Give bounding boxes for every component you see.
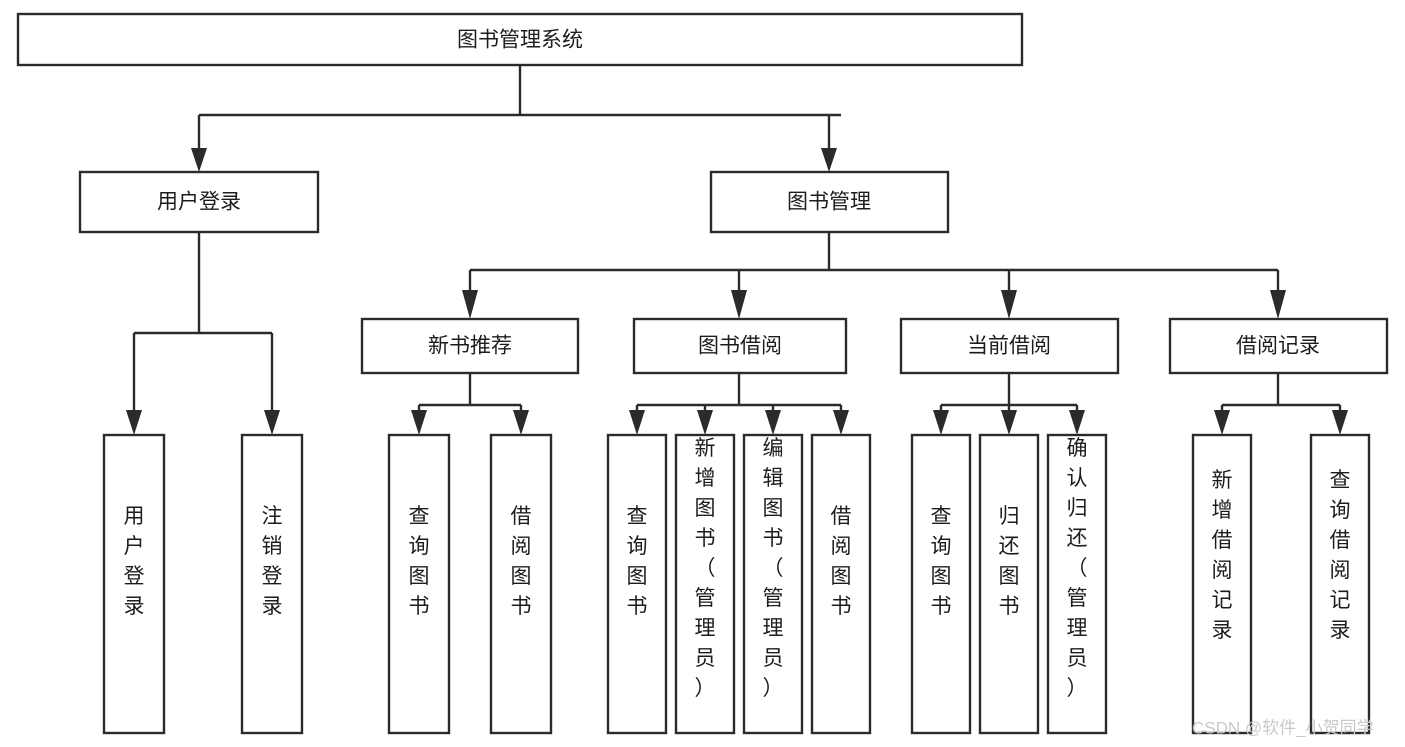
node-new-book-recommend[interactable]: 新书推荐 [360,317,580,375]
node-user-login-label: 用户登录 [157,191,241,214]
leaf-borrow-record-2-label: 查询借阅记录 [1330,469,1351,642]
node-root-system[interactable]: 图书管理系统 [16,12,1024,67]
leaf-current-borrow-2[interactable]: 归还图书 [978,433,1040,735]
arrowhead-leaf-current-borrow-1 [933,410,949,435]
leaf-user-login-1-label: 用户登录 [124,505,145,618]
node-new-book-recommend-box[interactable] [360,317,580,375]
leaf-current-borrow-2-label: 归还图书 [999,505,1020,618]
node-user-login[interactable]: 用户登录 [78,170,320,234]
arrowhead-leaf-new-book-2 [513,410,529,435]
leaf-user-login-2-box[interactable] [240,433,304,735]
leaf-new-book-2[interactable]: 借阅图书 [489,433,553,735]
arrowhead-borrow-record [1270,290,1286,319]
leaf-user-login-1[interactable]: 用户登录 [102,433,166,735]
arrowhead-leaf-book-borrow-2 [697,410,713,435]
arrowhead-leaf-new-book-1 [411,410,427,435]
node-book-borrow-box[interactable] [632,317,848,375]
arrowhead-leaf-user-login-1 [126,410,142,435]
leaf-user-login-1-box[interactable] [102,433,166,735]
node-book-borrow-label: 图书借阅 [698,335,782,358]
arrowhead-leaf-current-borrow-2 [1001,410,1017,435]
leaf-borrow-record-2[interactable]: 查询借阅记录 [1309,433,1371,735]
leaf-new-book-2-label: 借阅图书 [511,505,532,618]
arrowhead-leaf-book-borrow-4 [833,410,849,435]
arrowhead-leaf-current-borrow-3 [1069,410,1085,435]
node-book-manage-label: 图书管理 [787,191,871,214]
leaf-current-borrow-2-box[interactable] [978,433,1040,735]
arrowhead-leaf-user-login-2 [264,410,280,435]
arrowhead-leaf-borrow-record-2 [1332,410,1348,435]
leaf-book-borrow-3-box[interactable] [742,433,804,735]
leaf-book-borrow-4[interactable]: 借阅图书 [810,433,872,735]
leaf-book-borrow-2-label: 新增图书（管理员） [695,437,716,700]
leaf-borrow-record-2-box[interactable] [1309,433,1371,735]
leaf-book-borrow-1-box[interactable] [606,433,668,735]
node-root-box[interactable] [16,12,1024,67]
leaf-book-borrow-4-box[interactable] [810,433,872,735]
arrowhead-new-book [462,290,478,319]
leaf-book-borrow-3-label: 编辑图书（管理员） [763,437,784,700]
leaf-new-book-1-label: 查询图书 [409,505,430,618]
leaf-new-book-1-box[interactable] [387,433,451,735]
arrowhead-leaf-book-borrow-1 [629,410,645,435]
node-current-borrow-label: 当前借阅 [967,335,1051,358]
leaf-new-book-1[interactable]: 查询图书 [387,433,451,735]
leaf-book-borrow-1[interactable]: 查询图书 [606,433,668,735]
leaf-current-borrow-3-label: 确认归还（管理员） [1067,437,1088,700]
leaf-current-borrow-1-label: 查询图书 [931,505,952,618]
leaf-book-borrow-3[interactable]: 编辑图书（管理员） [742,433,804,735]
node-borrow-record-box[interactable] [1168,317,1389,375]
leaf-book-borrow-2[interactable]: 新增图书（管理员） [674,433,736,735]
arrowhead-book-manage [821,148,837,172]
arrowhead-leaf-book-borrow-3 [765,410,781,435]
leaf-book-borrow-1-label: 查询图书 [627,505,648,618]
node-new-book-recommend-label: 新书推荐 [428,335,512,358]
leaf-user-login-2[interactable]: 注销登录 [240,433,304,735]
arrowhead-book-borrow [731,290,747,319]
arrowhead-leaf-borrow-record-1 [1214,410,1230,435]
leaf-borrow-record-1[interactable]: 新增借阅记录 [1191,433,1253,735]
node-borrow-record-label: 借阅记录 [1236,335,1320,358]
leaf-current-borrow-3[interactable]: 确认归还（管理员） [1046,433,1108,735]
node-book-manage[interactable]: 图书管理 [709,170,950,234]
arrowhead-current-borrow [1001,290,1017,319]
node-book-borrow[interactable]: 图书借阅 [632,317,848,375]
leaf-borrow-record-1-box[interactable] [1191,433,1253,735]
leaf-current-borrow-3-box[interactable] [1046,433,1108,735]
node-user-login-box[interactable] [78,170,320,234]
leaf-current-borrow-1-box[interactable] [910,433,972,735]
arrowhead-user-login [191,148,207,172]
node-current-borrow-box[interactable] [899,317,1120,375]
node-root-label: 图书管理系统 [457,29,583,52]
leaf-current-borrow-1[interactable]: 查询图书 [910,433,972,735]
leaf-book-borrow-2-box[interactable] [674,433,736,735]
connector-layer [126,65,1348,435]
leaf-user-login-2-label: 注销登录 [262,505,283,618]
leaf-borrow-record-1-label: 新增借阅记录 [1212,469,1233,642]
node-current-borrow[interactable]: 当前借阅 [899,317,1120,375]
leaf-new-book-2-box[interactable] [489,433,553,735]
leaf-book-borrow-4-label: 借阅图书 [831,505,852,618]
csdn-watermark: CSDN @软件_小贺同学 [1192,718,1374,737]
node-borrow-record[interactable]: 借阅记录 [1168,317,1389,375]
node-book-manage-box[interactable] [709,170,950,234]
